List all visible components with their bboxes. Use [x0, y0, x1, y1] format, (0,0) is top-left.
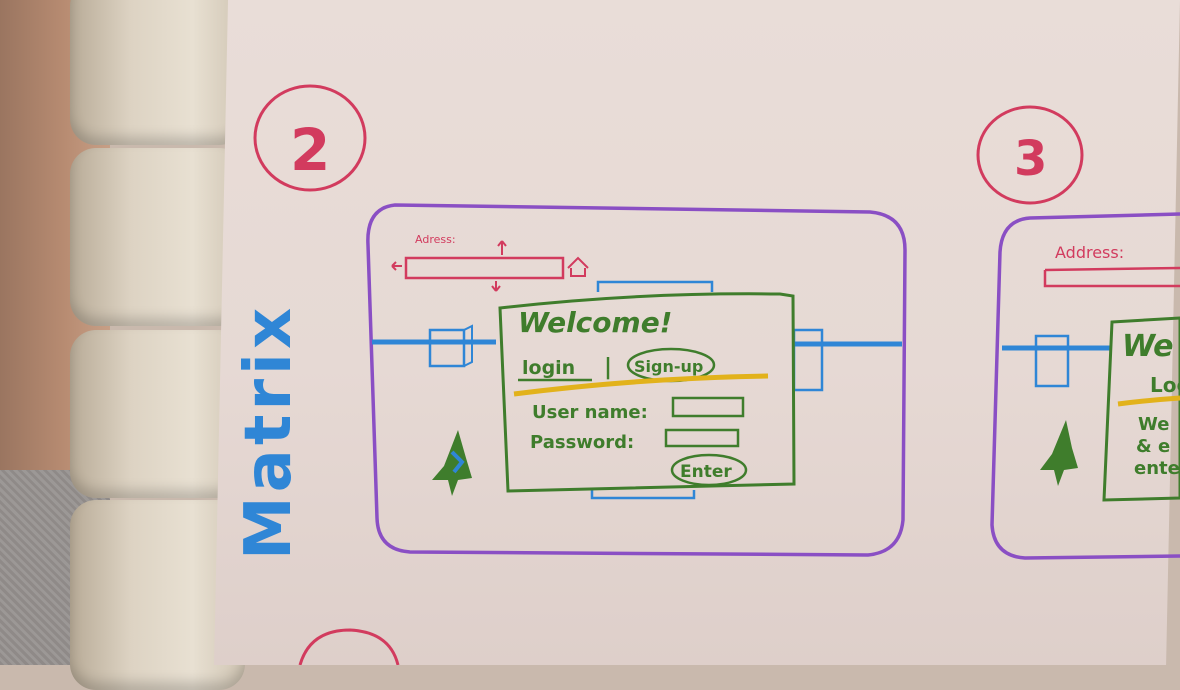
frame2-login-tab: login — [522, 357, 575, 379]
down-arrow-icon — [491, 281, 501, 292]
frame2-password-field — [664, 428, 740, 448]
frame2-welcome-text: Welcome! — [518, 306, 672, 339]
frame3-address-label: Address: — [1055, 243, 1124, 262]
bottom-cube-face — [590, 490, 696, 500]
frame2-username-field — [671, 396, 745, 418]
frame3-left-cube — [1034, 334, 1070, 388]
left-cube-face — [428, 328, 466, 368]
frame2-username-label: User name: — [532, 402, 648, 423]
tree-icon — [432, 430, 472, 496]
frame3-address-bar — [1043, 266, 1180, 288]
frame2-password-label: Password: — [530, 432, 634, 453]
frame3-number: 3 — [1014, 131, 1047, 187]
cushion — [70, 0, 245, 145]
up-arrow-icon — [497, 240, 507, 255]
frame2-number-circle — [253, 84, 367, 192]
frame3-welcome-text: We — [1122, 329, 1174, 364]
frame2-signup-tab: Sign-up — [634, 357, 703, 376]
frame2-enter-button: Enter — [680, 462, 732, 482]
frame2-divider: | — [604, 355, 612, 380]
frame3-login-tab: Log — [1150, 373, 1180, 397]
cushion — [70, 148, 245, 326]
left-cube-side — [463, 324, 473, 367]
enter-button-circle — [670, 453, 748, 487]
frame2-address-label: Adress: — [415, 233, 456, 246]
back-arrow-icon — [391, 261, 402, 271]
frame3-login-panel — [1102, 316, 1180, 502]
frame3-browser-outline — [990, 212, 1180, 560]
frame3-body-line: We — [1138, 414, 1169, 435]
frame3-body-line: & e — [1136, 436, 1170, 457]
home-icon — [567, 256, 589, 277]
frame2-address-bar — [404, 256, 565, 280]
frame2-login-panel — [498, 292, 796, 493]
frame4-number-circle — [298, 628, 400, 665]
cushion — [70, 330, 245, 498]
whiteboard-sketch: Matrix 2 Adress: Welcome! login | Sign-u… — [232, 84, 1180, 665]
frame2-browser-outline — [366, 203, 907, 557]
right-cube-face — [792, 328, 824, 392]
frame3-highlight — [1117, 395, 1180, 407]
tab-highlight-stroke — [513, 373, 769, 397]
side-label: Matrix — [232, 304, 306, 560]
tree-accent — [450, 450, 465, 474]
frame2-number: 2 — [290, 116, 330, 184]
frame3-number-circle — [976, 105, 1084, 205]
frame3-body-line: ente — [1134, 458, 1180, 479]
frame3-tree-icon — [1040, 420, 1078, 486]
top-cube-face — [596, 280, 714, 292]
